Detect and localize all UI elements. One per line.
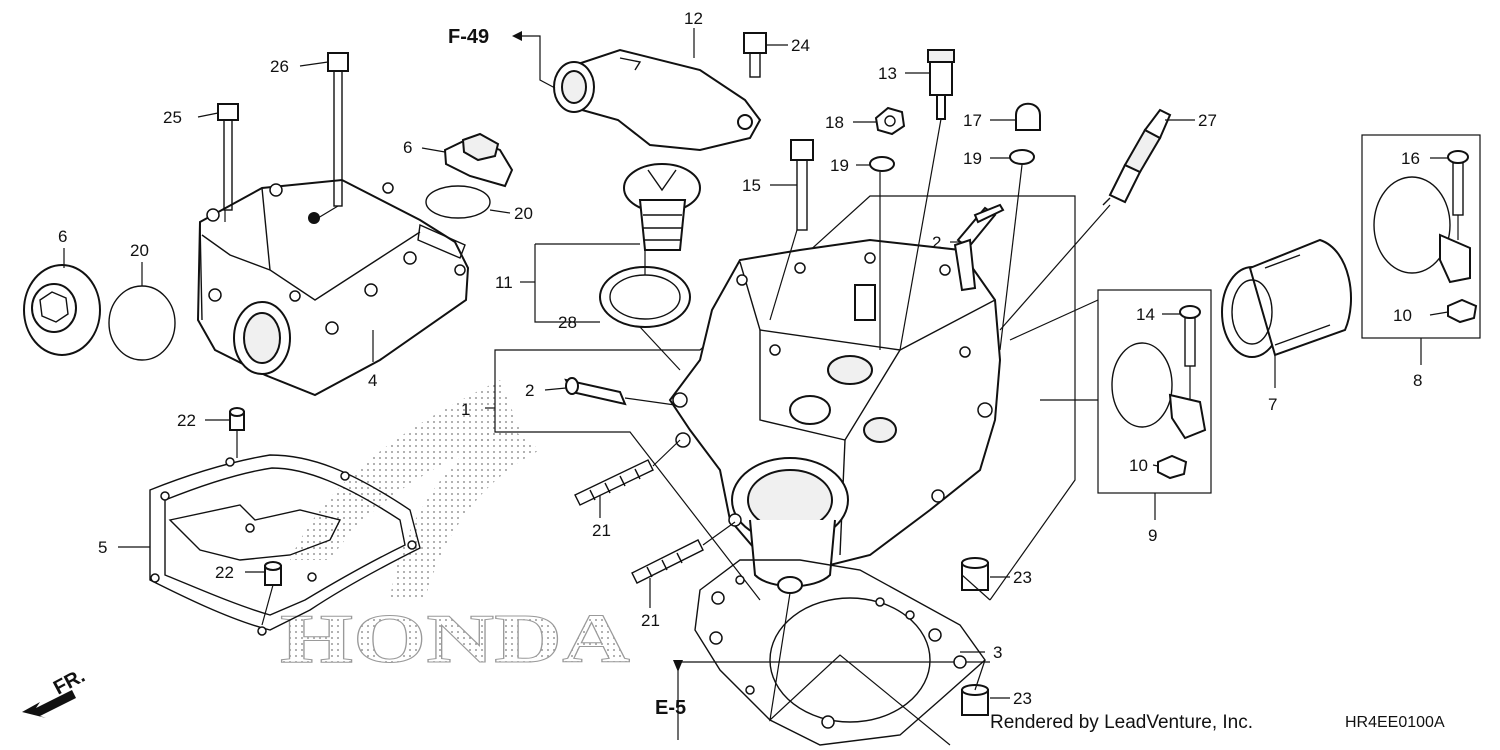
carburetor-insulator: [1221, 238, 1352, 358]
callout-2-left: 2: [525, 381, 534, 400]
callout-24: 24: [791, 36, 810, 55]
honda-watermark: HONDA: [280, 380, 631, 679]
dowel-23-upper: [961, 557, 989, 591]
band-9: [1111, 342, 1207, 440]
callout-22-upper: 22: [177, 411, 196, 430]
nut-18: [874, 106, 906, 136]
reference-e5: E-5: [655, 697, 686, 719]
cylinder-head-cover: [196, 178, 470, 397]
callout-6-top: 6: [403, 138, 412, 157]
callout-23-upper: 23: [1013, 568, 1032, 587]
f49-arrow: [512, 31, 556, 89]
reference-f49: F-49: [448, 26, 489, 48]
footer-credit: Rendered by LeadVenture, Inc.: [990, 712, 1254, 733]
bracket-lines: [494, 134, 1481, 740]
stud-bolt-upper: [574, 459, 654, 506]
callout-22-lower: 22: [215, 563, 234, 582]
callout-14: 14: [1136, 305, 1155, 324]
o-ring-left: [108, 285, 176, 361]
callout-3: 3: [993, 643, 1002, 662]
callout-5: 5: [98, 538, 107, 557]
callout-10-lower: 10: [1129, 456, 1148, 475]
callout-21-upper: 21: [592, 521, 611, 540]
diagram-code: HR4EE0100A: [1345, 714, 1445, 731]
cap-nut-17: [1015, 102, 1041, 131]
dowel-pin-right: [953, 203, 1005, 292]
callout-16: 16: [1401, 149, 1420, 168]
callout-6-left: 6: [58, 227, 67, 246]
callout-25: 25: [163, 108, 182, 127]
callout-26: 26: [270, 57, 289, 76]
callout-9: 9: [1148, 526, 1157, 545]
callout-2-right: 2: [932, 233, 941, 252]
washer-19-right: [1009, 149, 1035, 165]
bolt-24: [743, 32, 767, 78]
dowel-pin-left: [564, 377, 627, 406]
thermostat-seal: [599, 266, 691, 328]
callout-20-top: 20: [514, 204, 533, 223]
screw-14: [1179, 305, 1201, 367]
e5-arrow: [673, 660, 683, 672]
oil-filler-cap-top: [443, 132, 514, 188]
callout-27: 27: [1198, 111, 1217, 130]
nut-10-upper: [1447, 298, 1478, 324]
callout-10-upper: 10: [1393, 306, 1412, 325]
honda-watermark-text: HONDA: [280, 601, 631, 678]
callout-19-left: 19: [830, 156, 849, 175]
dowel-22-lower: [264, 561, 282, 586]
bolt-15: [790, 139, 814, 231]
bolt-25: [217, 103, 239, 211]
callout-13: 13: [878, 64, 897, 83]
callout-11: 11: [495, 273, 513, 292]
front-direction-label: FR.: [50, 665, 89, 700]
callout-1: 1: [461, 400, 470, 419]
nut-10-lower: [1157, 454, 1188, 480]
leader-lines: [63, 28, 1459, 746]
callout-8: 8: [1413, 371, 1422, 390]
washer-19-left: [869, 156, 895, 172]
callout-labels: 1 2 2 3 4 5 6 6 7 8 9 10 10 11 12 13 14 …: [58, 9, 1422, 708]
thermostat: [623, 163, 701, 251]
thermostat-cover: [553, 48, 762, 152]
dowel-23-lower: [961, 684, 989, 716]
callout-19-right: 19: [963, 149, 982, 168]
dowel-22-upper: [229, 407, 245, 431]
o-ring-top: [425, 185, 491, 219]
callout-7: 7: [1268, 395, 1277, 414]
callout-28: 28: [558, 313, 577, 332]
front-direction-arrow: [22, 690, 76, 718]
callout-18: 18: [825, 113, 844, 132]
cylinder-head: [668, 238, 1002, 594]
callout-17: 17: [963, 111, 982, 130]
spark-plug: [1102, 108, 1172, 206]
cylinder-head-gasket: [694, 559, 986, 746]
band-8: [1373, 176, 1471, 284]
callout-15: 15: [742, 176, 761, 195]
callout-21-lower: 21: [641, 611, 660, 630]
stud-bolt-lower: [631, 539, 704, 584]
callout-12: 12: [684, 9, 703, 28]
callout-20-left: 20: [130, 241, 149, 260]
callout-4: 4: [368, 371, 377, 390]
callout-23-lower: 23: [1013, 689, 1032, 708]
oil-filler-cap-left: [23, 264, 101, 356]
head-cover-gasket: [149, 454, 421, 636]
screw-16: [1447, 150, 1469, 216]
temperature-sensor: [927, 49, 955, 120]
